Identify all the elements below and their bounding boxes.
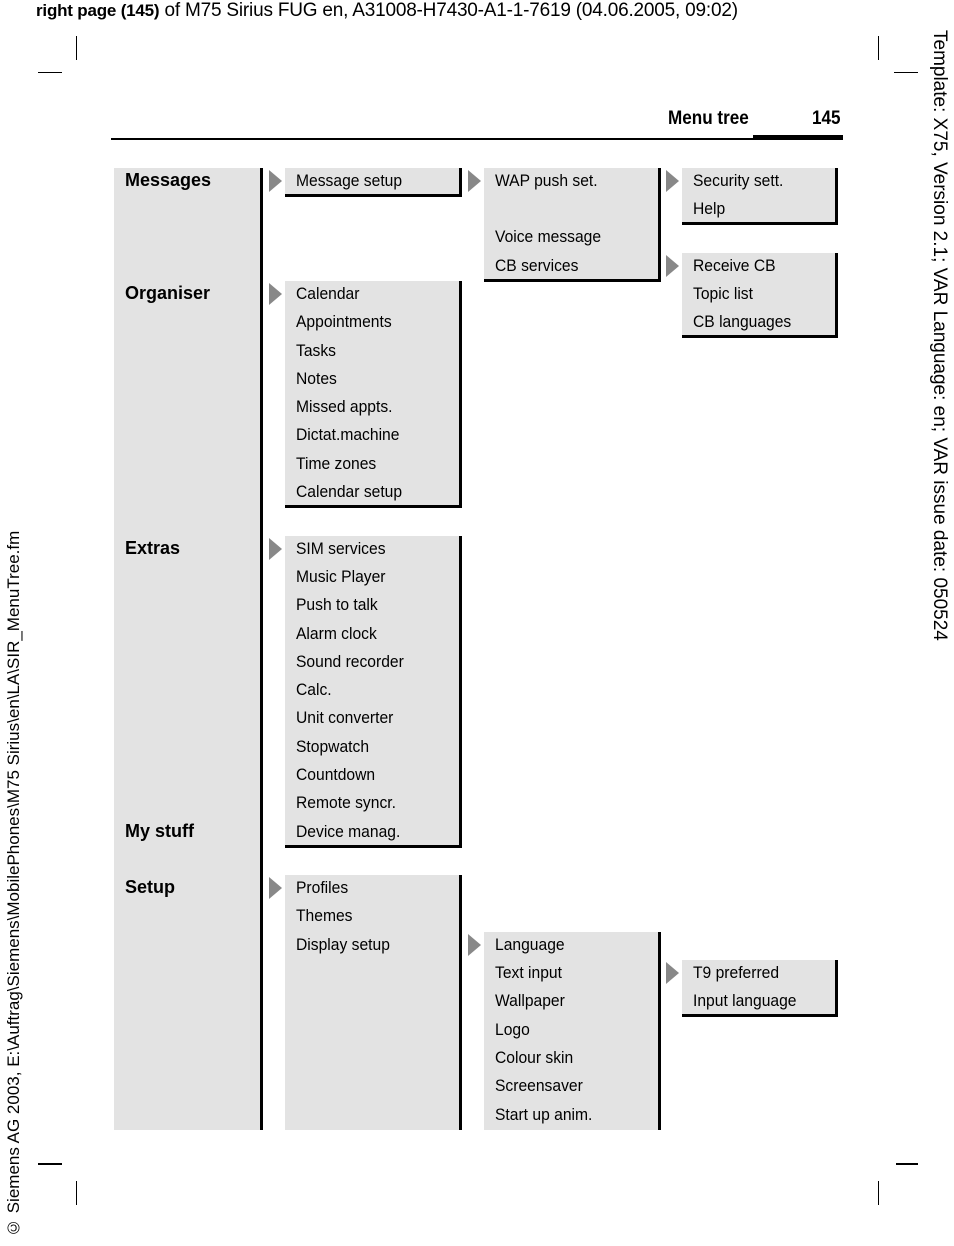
menu-item: Logo [495, 1020, 530, 1039]
main-menu-divider [260, 168, 263, 1130]
menu-item: Alarm clock [296, 624, 377, 643]
print-header: right page (145) of M75 Sirius FUG en, A… [36, 0, 738, 22]
main-menu-column [114, 168, 260, 1130]
menu-item: Music Player [296, 567, 386, 586]
crop-mark [76, 1181, 77, 1205]
menu-item: Tasks [296, 341, 336, 360]
submenu-message-setup: WAP push set. Voice message CB services [484, 168, 661, 282]
menu-item: Profiles [296, 878, 349, 897]
menu-item: Voice message [495, 227, 602, 246]
arrow-right-icon [468, 170, 481, 192]
crop-mark [38, 1163, 62, 1165]
menu-item: Device manag. [296, 822, 401, 841]
menu-item: SIM services [296, 539, 386, 558]
menu-item: Topic list [693, 284, 753, 303]
main-menu-my-stuff: My stuff [125, 821, 194, 841]
crop-mark [878, 1181, 879, 1205]
menu-item: Calendar setup [296, 482, 403, 501]
running-head-title: Menu tree [668, 108, 749, 129]
menu-item: Themes [296, 906, 353, 925]
crop-mark [878, 36, 879, 60]
menu-item: WAP push set. [495, 171, 598, 190]
submenu-cb-services: Receive CB Topic list CB languages [682, 253, 838, 338]
main-menu-setup: Setup [125, 877, 176, 897]
page-number-rule [753, 135, 843, 140]
submenu-text-input: T9 preferred Input language [682, 960, 838, 1017]
menu-item: Remote syncr. [296, 793, 396, 812]
menu-item: Time zones [296, 454, 377, 473]
page-number: 145 [812, 108, 841, 129]
crop-mark [894, 72, 918, 73]
menu-item: CB services [495, 256, 579, 275]
crop-mark [76, 36, 77, 60]
menu-item: Message setup [296, 171, 403, 190]
crop-mark [896, 1163, 918, 1165]
arrow-right-icon [666, 962, 679, 984]
menu-item: Colour skin [495, 1048, 574, 1067]
menu-item: Start up anim. [495, 1105, 593, 1124]
arrow-right-icon [269, 283, 282, 305]
main-menu-extras: Extras [125, 538, 181, 558]
submenu-display-setup: Language Text input Wallpaper Logo Colou… [484, 932, 661, 1130]
menu-item: Calc. [296, 680, 332, 699]
menu-item: Countdown [296, 765, 376, 784]
menu-item: Screensaver [495, 1076, 583, 1095]
menu-item: Receive CB [693, 256, 776, 275]
menu-item: CB languages [693, 312, 792, 331]
menu-item: Text input [495, 963, 562, 982]
main-menu-messages: Messages [125, 170, 212, 190]
menu-item: Input language [693, 991, 797, 1010]
submenu-setup: Profiles Themes Display setup [285, 875, 462, 1130]
main-menu-organiser: Organiser [125, 283, 211, 303]
arrow-right-icon [666, 170, 679, 192]
menu-item: Unit converter [296, 708, 394, 727]
menu-item: Sound recorder [296, 652, 404, 671]
arrow-right-icon [468, 934, 481, 956]
menu-item: Dictat.machine [296, 425, 400, 444]
submenu-messages: Message setup [285, 168, 462, 197]
arrow-right-icon [666, 255, 679, 277]
crop-mark [38, 72, 62, 73]
arrow-right-icon [269, 877, 282, 899]
print-header-page: right page (145) [36, 1, 160, 20]
menu-item: Display setup [296, 935, 390, 954]
menu-item: Stopwatch [296, 737, 370, 756]
menu-item: Language [495, 935, 565, 954]
menu-item: Wallpaper [495, 991, 565, 1010]
menu-item: Notes [296, 369, 337, 388]
menu-item: Appointments [296, 312, 392, 331]
menu-item: Calendar [296, 284, 360, 303]
menu-item: Help [693, 199, 726, 218]
menu-item: Missed appts. [296, 397, 393, 416]
submenu-extras: SIM services Music Player Push to talk A… [285, 536, 462, 848]
header-rule [111, 138, 843, 140]
arrow-right-icon [269, 170, 282, 192]
submenu-wap-push: Security sett. Help [682, 168, 838, 225]
copyright-path: © Siemens AG 2003, E:\Auftrag\Siemens\Mo… [4, 530, 23, 1237]
arrow-right-icon [269, 538, 282, 560]
menu-item: Push to talk [296, 595, 378, 614]
menu-item: T9 preferred [693, 963, 780, 982]
print-header-info: of M75 Sirius FUG en, A31008-H7430-A1-1-… [159, 0, 738, 21]
template-info: Template: X75, Version 2.1; VAR Language… [929, 30, 950, 641]
menu-item: Security sett. [693, 171, 784, 190]
submenu-organiser: Calendar Appointments Tasks Notes Missed… [285, 281, 462, 508]
